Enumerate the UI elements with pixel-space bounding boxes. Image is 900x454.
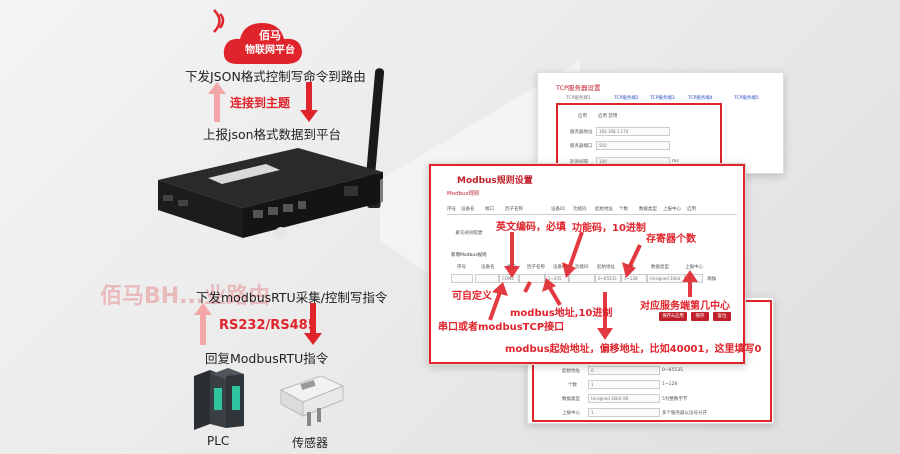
- report-json-text: 上报json格式数据到平台: [203, 127, 342, 142]
- annotation-modbus-addr: modbus地址,10进制: [510, 308, 613, 319]
- add-factor-input[interactable]: [519, 274, 545, 283]
- sensor-image: [275, 372, 347, 432]
- col-enable: 启用: [687, 207, 696, 212]
- add-start-input[interactable]: 0~65535: [595, 274, 621, 283]
- annotation-start-offset: modbus起始地址，偏移地址，比如40001，这里填写0: [505, 344, 762, 355]
- tcp-label-addr: 服务器地址: [570, 130, 593, 135]
- add-rule-button[interactable]: 添加: [707, 277, 716, 282]
- detail-label-type: 数据类型: [562, 397, 580, 402]
- detail-hint-center: 多个服务器以逗号分开: [662, 411, 707, 416]
- tcp-settings-panel: TCP服务器设置 TCP服务端1 TCP服务端2 TCP服务端3 TCP服务端4…: [537, 72, 784, 174]
- modbus-highlight-box: [429, 164, 745, 364]
- col-device: 设备名: [461, 207, 475, 212]
- modbus-rules-panel: Modbus规则设置 Modbus规则 序号 设备名 端口 因子名称 设备ID …: [428, 163, 746, 365]
- col-func: 功能码: [573, 207, 587, 212]
- col-count: 个数: [619, 207, 628, 212]
- col-devid: 设备ID: [551, 207, 565, 212]
- detail-count-input[interactable]: 1: [588, 380, 660, 389]
- tab-tcp-5[interactable]: TCP服务端5: [734, 96, 759, 101]
- reply-text: 回复ModbusRTU指令: [205, 351, 329, 366]
- up-arrow-icon: [208, 82, 226, 126]
- col-center: 上报中心: [663, 207, 681, 212]
- cloud-title-2: 物联网平台: [245, 45, 295, 56]
- add-col-start: 起始地址: [597, 265, 615, 270]
- save-button[interactable]: 保存: [691, 312, 709, 321]
- add-device-input[interactable]: [475, 274, 499, 283]
- plc-image: [190, 368, 246, 434]
- detail-type-select[interactable]: Unsigned 16bit AB: [588, 394, 660, 403]
- annotation-func-code: 功能码，10进制: [572, 223, 646, 234]
- empty-rules-text: 暂无规则配置: [455, 231, 482, 236]
- save-apply-button[interactable]: 保存&应用: [659, 312, 687, 321]
- detail-center-input[interactable]: 1: [588, 408, 660, 417]
- annotation-serial-or-tcp: 串口或者modbusTCP接口: [438, 322, 565, 333]
- tcp-addr-input[interactable]: 192.168.1.170: [596, 127, 670, 136]
- add-col-device: 设备名: [481, 265, 495, 270]
- detail-hint-start: 0~65535: [662, 368, 683, 373]
- watermark-text: 佰马BH...业路由: [100, 284, 271, 309]
- connect-topic-text: 连接到主题: [230, 96, 291, 110]
- detail-label-count: 个数: [568, 383, 577, 388]
- add-port-select[interactable]: COM2: [499, 274, 519, 283]
- col-factor: 因子名称: [505, 207, 523, 212]
- annotation-english-code: 英文编码，必填: [496, 222, 566, 233]
- cmd-to-router-text: 下发JSON格式控制写命令到路由: [185, 69, 366, 84]
- tcp-value-enable[interactable]: 启用 禁用: [598, 114, 618, 119]
- add-index-input[interactable]: [451, 274, 473, 283]
- tcp-unit: ms: [672, 159, 679, 164]
- add-col-factor: 因子名称: [527, 265, 545, 270]
- cloud-icon: [210, 6, 320, 66]
- add-col-index: 序号: [457, 265, 466, 270]
- router-image: [148, 60, 398, 265]
- rules-header-row: 序号 设备名 端口 因子名称 设备ID 功能码 起始地址 个数 数据类型 上报中…: [447, 206, 737, 215]
- cloud-title-1: 佰马: [259, 29, 281, 42]
- add-col-func: 功能码: [575, 265, 589, 270]
- down-arrow-icon: [300, 82, 318, 126]
- col-port: 端口: [485, 207, 494, 212]
- detail-hint-count: 1~128: [662, 382, 678, 387]
- rs-text: RS232/RS485: [219, 318, 317, 333]
- tcp-label-enable: 启用: [578, 114, 587, 119]
- add-func-select[interactable]: [569, 274, 595, 283]
- add-count-input[interactable]: 1~128: [621, 274, 647, 283]
- tab-tcp-4[interactable]: TCP服务端4: [688, 96, 713, 101]
- col-type: 数据类型: [639, 207, 657, 212]
- add-input-row: COM2 1~255 0~65535 1~128 Unsigned 16bit …: [451, 274, 741, 284]
- tcp-label-poll: 轮询间隔: [570, 159, 588, 165]
- annotation-register-count: 存寄器个数: [646, 234, 696, 245]
- add-rule-title: 新增Modbus规则: [451, 253, 487, 258]
- col-index: 序号: [447, 207, 456, 212]
- add-col-devid: 设备ID: [553, 265, 567, 270]
- sensor-label: 传感器: [292, 436, 329, 450]
- tcp-port-input[interactable]: 502: [596, 141, 670, 150]
- down-arrow-icon: [304, 303, 322, 349]
- plc-label: PLC: [207, 434, 230, 448]
- tcp-label-port: 服务器端口: [570, 144, 593, 149]
- col-start: 起始地址: [595, 207, 613, 212]
- add-col-center: 上报中心: [685, 265, 703, 270]
- modbus-panel-title: Modbus规则设置: [457, 176, 533, 186]
- detail-start-input[interactable]: 0: [588, 366, 660, 375]
- modbus-cmd-text: 下发modbusRTU采集/控制写指令: [196, 290, 388, 305]
- up-arrow-icon: [194, 303, 212, 349]
- detail-label-start: 起始地址: [562, 369, 580, 374]
- annotation-center: 对应服务端第几中心: [640, 301, 730, 312]
- add-col-type: 数据类型: [651, 265, 669, 270]
- tab-tcp-3[interactable]: TCP服务端3: [650, 96, 675, 101]
- detail-label-center: 上报中心: [562, 411, 580, 416]
- annotation-customizable: 可自定义: [452, 291, 492, 302]
- tab-tcp-1[interactable]: TCP服务端1: [566, 96, 591, 101]
- reset-button[interactable]: 复位: [713, 312, 731, 321]
- add-devid-input[interactable]: 1~255: [545, 274, 569, 283]
- modbus-panel-sub: Modbus规则: [447, 191, 480, 197]
- tab-tcp-2[interactable]: TCP服务端2: [614, 96, 639, 101]
- tcp-panel-title: TCP服务器设置: [556, 84, 601, 92]
- detail-hint-type: 5为整数字节: [662, 397, 688, 402]
